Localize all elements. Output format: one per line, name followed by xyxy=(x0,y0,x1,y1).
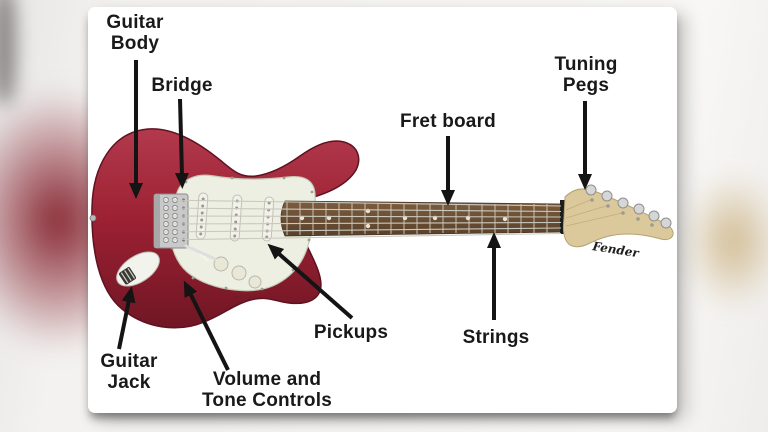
label-line: Strings xyxy=(462,327,530,348)
label-line: Guitar xyxy=(100,351,158,372)
label-line: Pickups xyxy=(313,322,389,343)
label-fret-board: Fret board xyxy=(400,111,496,132)
label-strings: Strings xyxy=(463,327,530,348)
volume-tone-knobs xyxy=(213,256,262,289)
label-tuning-pegs: Tuning Pegs xyxy=(554,54,617,96)
annotation-arrows xyxy=(117,60,592,371)
arrow-volume-tone xyxy=(183,280,230,371)
label-line: Body xyxy=(110,33,160,54)
pickup-middle xyxy=(229,194,243,242)
label-line: Tuning xyxy=(554,54,618,75)
label-line: Guitar xyxy=(106,12,164,33)
nut xyxy=(560,200,566,234)
headstock-logo: Fender xyxy=(591,239,642,261)
label-line: Pegs xyxy=(562,75,610,96)
label-line: Volume and xyxy=(212,369,322,390)
strap-button xyxy=(89,214,97,222)
jack-plate xyxy=(116,251,160,287)
label-guitar-body: Guitar Body xyxy=(106,12,163,54)
label-bridge: Bridge xyxy=(151,75,212,96)
label-guitar-jack: Guitar Jack xyxy=(100,351,157,393)
guitar-drawing: Fender xyxy=(89,128,674,329)
headstock: Fender xyxy=(562,184,674,261)
label-pickups: Pickups xyxy=(314,322,388,343)
tuning-pegs-icons xyxy=(585,184,672,229)
label-line: Tone Controls xyxy=(202,390,332,411)
whammy-bar xyxy=(184,244,217,261)
arrow-bridge xyxy=(174,98,189,189)
arrow-guitar-jack xyxy=(117,286,136,350)
label-line: Bridge xyxy=(151,75,213,96)
label-line: Jack xyxy=(107,372,151,393)
label-volume-tone-controls: Volume and Tone Controls xyxy=(202,369,332,411)
label-line: Fret board xyxy=(400,111,496,132)
strings-lines xyxy=(161,199,562,241)
arrow-pickups xyxy=(267,243,354,320)
